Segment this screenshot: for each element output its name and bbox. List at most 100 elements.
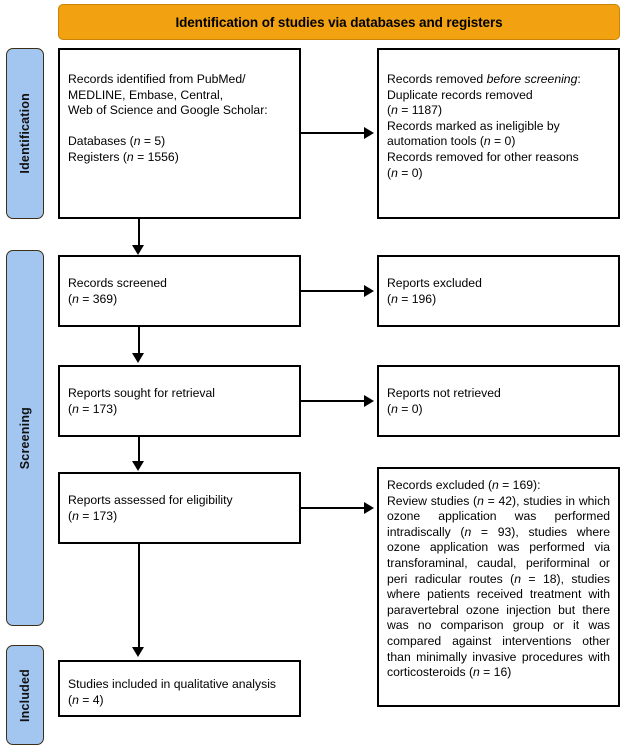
other-reasons-count: (n = 0) — [387, 165, 423, 180]
box-records-screened: Records screened (n = 369) — [58, 255, 301, 327]
reports-assessed-count: (n = 173) — [68, 508, 118, 523]
reason-text-2: = 42), studies in which ozone applicatio… — [387, 493, 610, 539]
connector-sought-to-notretrieved — [301, 400, 365, 403]
records-identified-registers: Registers (n = 1556) — [68, 150, 291, 166]
records-other-reasons: Records removed for other reasons — [387, 149, 579, 164]
reports-not-retrieved-count: (n = 0) — [387, 401, 423, 416]
connector-identified-to-screened — [138, 219, 141, 246]
n-italic: n — [133, 134, 141, 149]
connector-sought-to-assessed — [138, 437, 141, 462]
duplicate-records-count: (n = 1187) — [387, 103, 442, 118]
n-italic: n — [464, 524, 472, 539]
reports-not-retrieved-value: = 0) — [397, 401, 423, 416]
connector-identified-to-removed — [301, 132, 365, 135]
stage-label-identification: Identification — [18, 93, 32, 174]
studies-included-value: = 4) — [78, 692, 104, 707]
n-italic: n — [126, 149, 134, 164]
n-italic: n — [391, 291, 398, 306]
n-italic: n — [72, 508, 79, 523]
arrowhead-down-assessed-to-included — [132, 647, 145, 657]
n-italic: n — [391, 401, 398, 416]
n-italic: n — [391, 165, 398, 180]
stage-label-included: Included — [18, 668, 32, 722]
arrowhead-right-identified-to-removed — [364, 126, 374, 139]
spacer — [68, 119, 291, 135]
arrowhead-right-assessed-to-excluded-detail — [364, 501, 374, 514]
records-screened-value: = 369) — [78, 291, 118, 306]
connector-screened-to-sought — [138, 327, 141, 354]
reports-assessed-value: = 173) — [78, 508, 118, 523]
stage-bar-screening: Screening — [6, 250, 44, 626]
n-italic: n — [514, 571, 522, 586]
box-reports-assessed-for-eligibility: Reports assessed for eligibility (n = 17… — [58, 472, 301, 544]
n-italic: n — [72, 692, 79, 707]
registers-label: Registers ( — [68, 149, 127, 164]
reports-excluded-value: = 196) — [397, 291, 437, 306]
connector-assessed-to-included — [138, 544, 141, 647]
banner-title: Identification of studies via databases … — [175, 14, 503, 30]
records-identified-databases: Databases (n = 5) — [68, 134, 291, 150]
registers-value: = 1556) — [133, 149, 179, 164]
automation-label: automation tools ( — [387, 134, 484, 149]
n-italic: n — [483, 134, 491, 149]
reports-excluded-count: (n = 196) — [387, 291, 437, 306]
arrowhead-down-identified-to-screened — [132, 245, 145, 255]
other-reasons-value: = 0) — [397, 165, 423, 180]
n-italic: n — [492, 478, 499, 492]
records-identified-line1: Records identified from PubMed/ — [68, 72, 246, 86]
records-screened-count: (n = 369) — [68, 291, 118, 306]
n-italic: n — [477, 493, 484, 508]
box-studies-included: Studies included in qualitative analysis… — [58, 660, 301, 717]
stage-bar-included: Included — [6, 645, 44, 745]
reason-text-4: = 18), studies where patients received t… — [387, 571, 610, 680]
duplicate-count-value: = 1187) — [397, 103, 442, 118]
records-ineligible-line: Records marked as ineligible by — [387, 118, 560, 133]
arrowhead-down-sought-to-assessed — [132, 461, 145, 471]
records-excluded-heading: Records excluded (n = 169): — [387, 478, 610, 494]
box-records-removed-before-screening: Records removed before screening: Duplic… — [377, 48, 620, 219]
reason-text-1: Review studies ( — [387, 493, 478, 508]
records-excluded-total: = 169): — [498, 478, 541, 492]
reports-excluded-title: Reports excluded — [387, 276, 482, 290]
databases-value: = 5) — [140, 134, 166, 149]
identification-banner: Identification of studies via databases … — [58, 4, 620, 40]
records-excluded-reasons: Review studies (n = 42), studies in whic… — [387, 494, 610, 681]
box-records-excluded-detail: Records excluded (n = 169): Review studi… — [377, 467, 620, 707]
reason-text-3: = 93), studies where ozone application w… — [387, 524, 610, 586]
reports-sought-value: = 173) — [78, 401, 118, 416]
reports-sought-count: (n = 173) — [68, 401, 118, 416]
n-italic: n — [72, 401, 79, 416]
arrowhead-down-screened-to-sought — [132, 353, 145, 363]
connector-assessed-to-excluded-detail — [301, 507, 365, 510]
n-italic: n — [72, 291, 79, 306]
duplicate-records-removed: Duplicate records removed — [387, 87, 533, 102]
n-italic: n — [391, 103, 398, 118]
automation-tools-count: automation tools (n = 0) — [387, 134, 610, 150]
records-removed-colon: : — [577, 72, 581, 86]
arrowhead-right-screened-to-excluded — [364, 284, 374, 297]
arrowhead-right-sought-to-notretrieved — [364, 394, 374, 407]
records-removed-prefix: Records removed — [387, 72, 487, 86]
reason-text-5: = 16) — [479, 665, 512, 680]
automation-value: = 0) — [490, 134, 516, 149]
box-reports-sought-for-retrieval: Reports sought for retrieval (n = 173) — [58, 365, 301, 437]
stage-label-screening: Screening — [18, 406, 32, 470]
box-reports-excluded: Reports excluded (n = 196) — [377, 255, 620, 327]
records-identified-line2: MEDLINE, Embase, Central, — [68, 87, 224, 102]
reports-assessed-title: Reports assessed for eligibility — [68, 493, 233, 507]
reports-sought-title: Reports sought for retrieval — [68, 386, 215, 400]
studies-included-count: (n = 4) — [68, 692, 104, 707]
databases-label: Databases ( — [68, 134, 134, 149]
stage-bar-identification: Identification — [6, 48, 44, 219]
records-removed-heading: Records removed before screening: — [387, 72, 610, 88]
records-screened-title: Records screened — [68, 276, 167, 290]
box-records-identified: Records identified from PubMed/ MEDLINE,… — [58, 48, 301, 219]
records-identified-line3: Web of Science and Google Scholar: — [68, 103, 268, 118]
reports-not-retrieved-title: Reports not retrieved — [387, 386, 501, 400]
records-excluded-prefix: Records excluded ( — [387, 478, 492, 492]
box-reports-not-retrieved: Reports not retrieved (n = 0) — [377, 365, 620, 437]
studies-included-title: Studies included in qualitative analysis — [68, 677, 276, 691]
n-italic: n — [473, 665, 480, 680]
before-screening-italic: before screening — [486, 72, 578, 86]
